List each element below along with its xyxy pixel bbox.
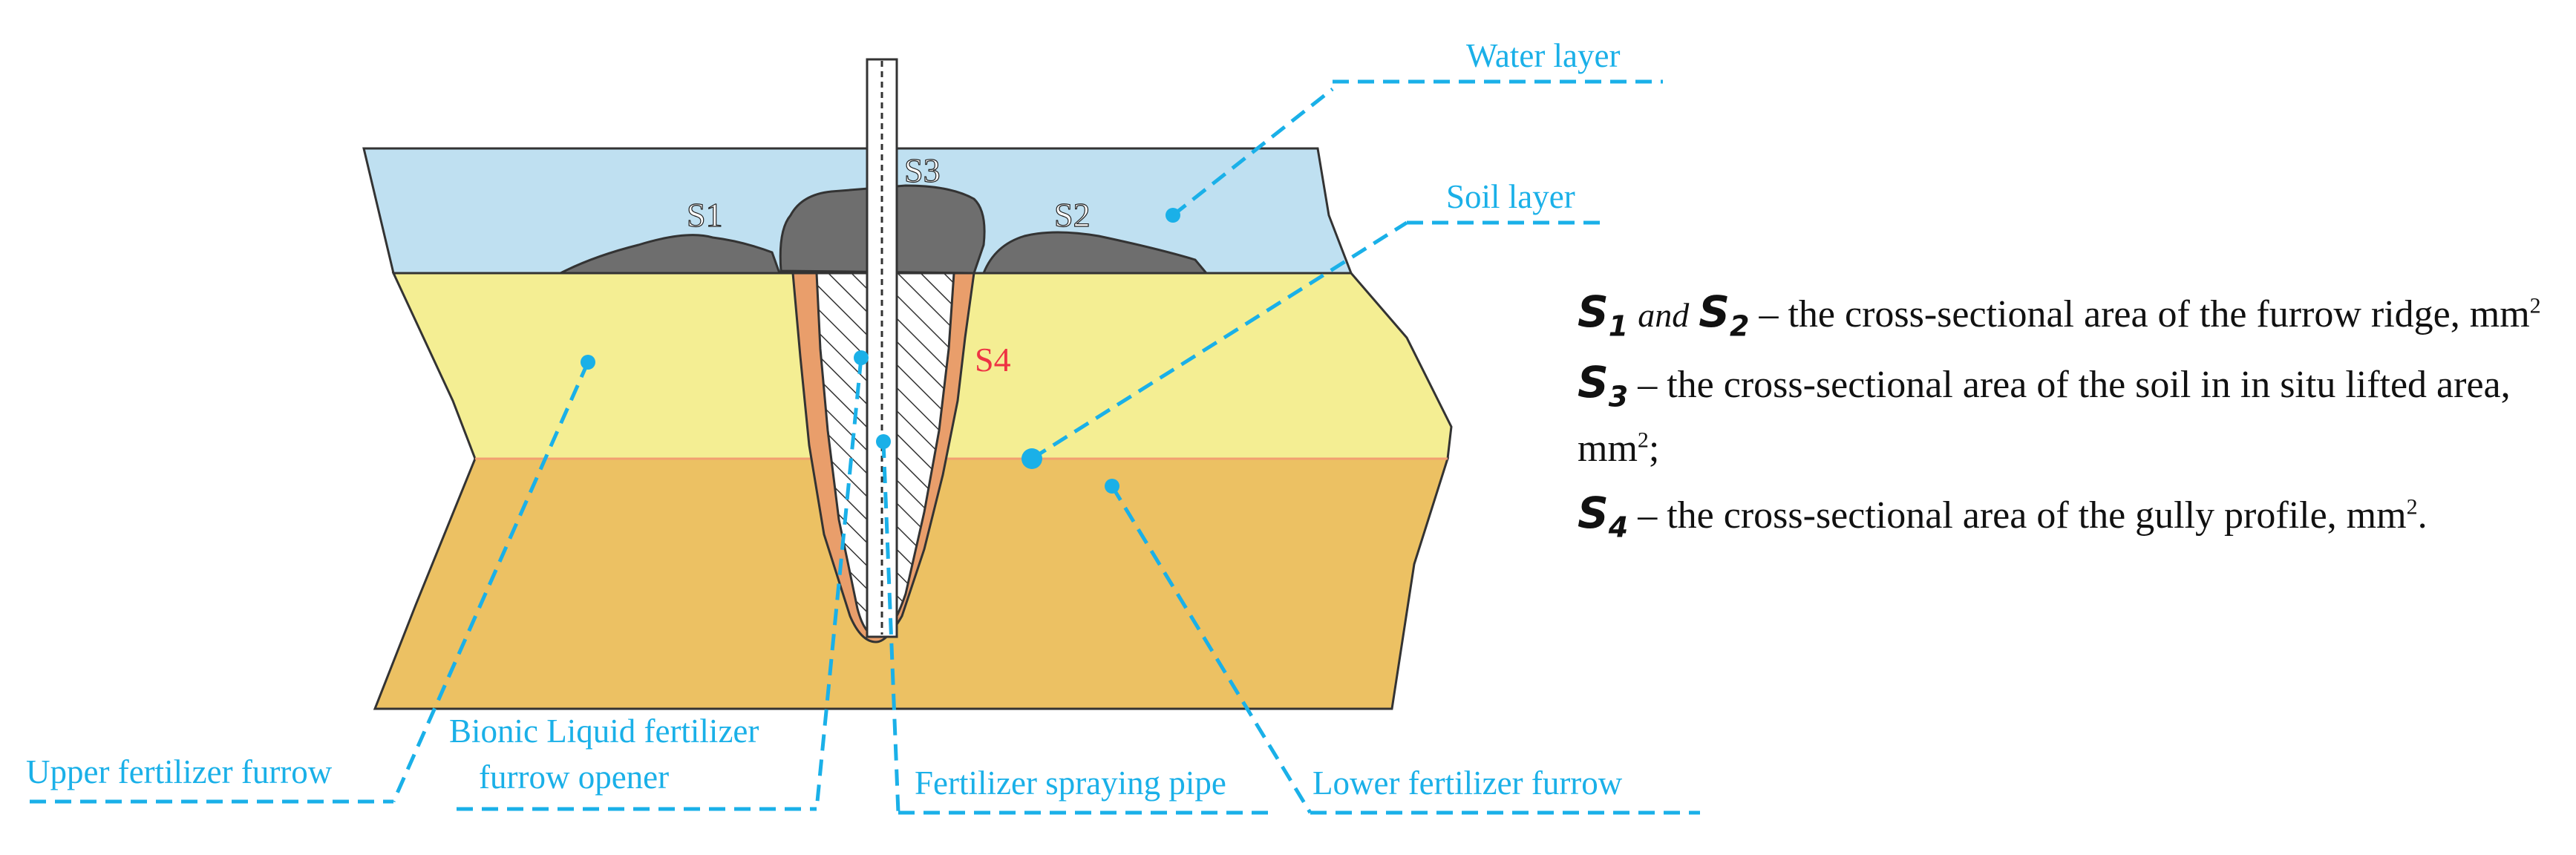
- region-label-s4: S4: [975, 341, 1011, 379]
- spraying-pipe-label: Fertilizer spraying pipe: [915, 764, 1226, 802]
- legend-symbol-s3: S3: [1578, 356, 1629, 413]
- region-label-s2: S2: [1054, 196, 1091, 234]
- soil-layer-label: Soil layer: [1446, 178, 1575, 215]
- callout-water-layer: Water layer: [1166, 37, 1663, 223]
- legend: S1 and S2 – the cross-sectional area of …: [1578, 278, 2565, 550]
- furrow-ridge-s1: [560, 234, 782, 275]
- furrow-ridge-s2: [981, 231, 1209, 275]
- callout-bionic-furrow-opener: Bionic Liquid fertilizer furrow opener: [449, 350, 869, 811]
- lower-furrow-label: Lower fertilizer furrow: [1312, 764, 1623, 802]
- opener-label-line1: Bionic Liquid fertilizer: [449, 712, 759, 750]
- callout-lower-fertilizer-furrow: Lower fertilizer furrow: [1105, 479, 1700, 815]
- region-label-s1: S1: [687, 196, 723, 234]
- callout-spraying-pipe: Fertilizer spraying pipe: [876, 434, 1277, 815]
- upper-furrow-label: Upper fertilizer furrow: [26, 753, 333, 790]
- legend-symbol-s2: S2: [1699, 286, 1750, 343]
- legend-text-s3: – the cross-sectional area of the soil i…: [1578, 363, 2511, 471]
- legend-conjunction: and: [1638, 296, 1690, 334]
- legend-item-s1-s2: S1 and S2 – the cross-sectional area of …: [1578, 286, 2541, 343]
- opener-label-line2: furrow opener: [479, 759, 669, 796]
- legend-item-s3: S3 – the cross-sectional area of the soi…: [1578, 356, 2511, 471]
- legend-symbol-s1: S1: [1578, 286, 1629, 343]
- water-layer-label: Water layer: [1466, 37, 1621, 74]
- region-label-s3: S3: [904, 151, 941, 189]
- callout-soil-layer: Soil layer: [1021, 178, 1604, 469]
- legend-item-s4: S4 – the cross-sectional area of the gul…: [1578, 488, 2428, 544]
- callout-upper-fertilizer-furrow: Upper fertilizer furrow: [26, 355, 595, 804]
- legend-symbol-s4: S4: [1578, 488, 1629, 544]
- legend-text-s1-s2: – the cross-sectional area of the furrow…: [1749, 293, 2530, 335]
- legend-text-s4: – the cross-sectional area of the gully …: [1628, 494, 2407, 537]
